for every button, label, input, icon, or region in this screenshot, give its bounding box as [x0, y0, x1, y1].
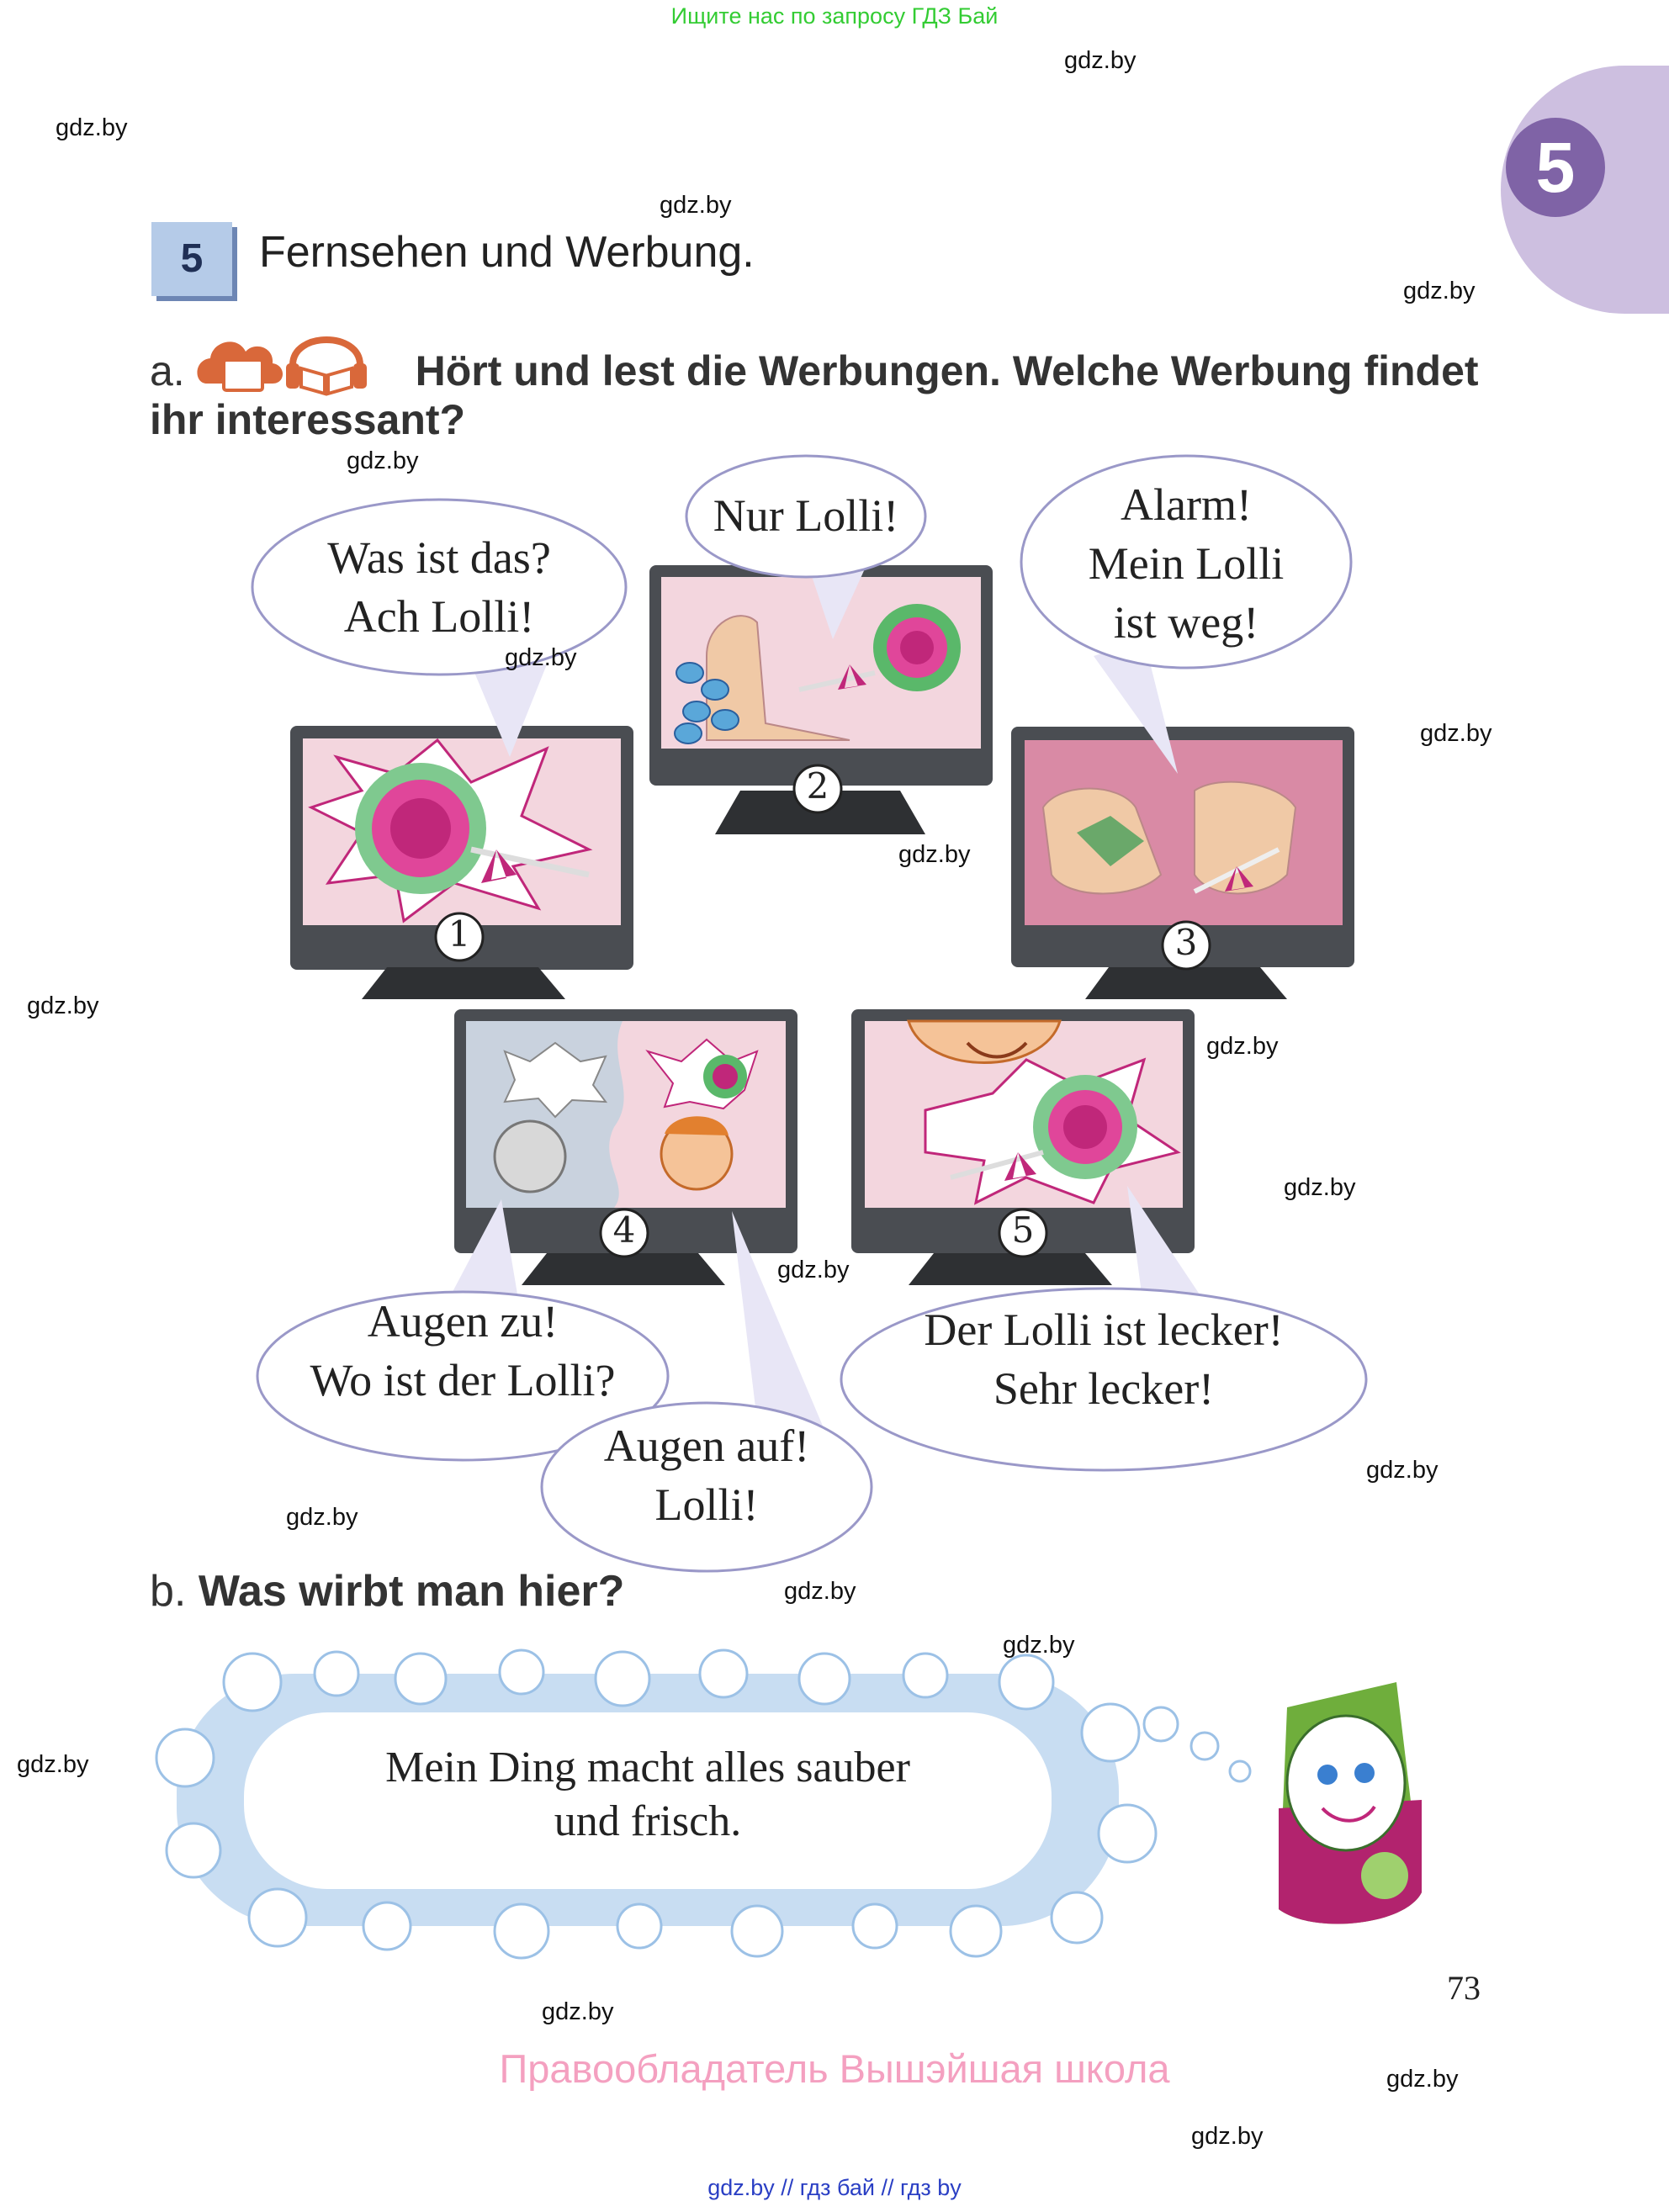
watermark: gdz.by	[542, 1998, 614, 2025]
bubble-1-text: Was ist das?Ach Lolli!	[327, 532, 551, 642]
tv-2	[649, 565, 993, 834]
bubble-4a-text: Augen zu!Wo ist der Lolli?	[310, 1296, 616, 1405]
cloud-folder-icon	[197, 341, 283, 392]
task-a-heading: a. Hört und lest die Werbungen. Welche W…	[150, 347, 1513, 444]
tv-1	[290, 726, 633, 999]
bubble-4a-shape	[256, 1290, 670, 1462]
bubble-4b-tail	[732, 1211, 824, 1430]
watermark: gdz.by	[56, 114, 128, 141]
watermark: gdz.by	[1206, 1033, 1279, 1060]
tv-number-4: 4	[612, 1209, 636, 1251]
task-a-text: Hört und lest die Werbungen. Welche Werb…	[150, 347, 1479, 443]
watermark: gdz.by	[1003, 1632, 1075, 1659]
exercise-title: Fernsehen und Werbung.	[259, 228, 755, 277]
watermark: gdz.by	[286, 1504, 358, 1531]
speech-bubbles	[251, 454, 1368, 1573]
tv-5	[851, 1009, 1195, 1285]
footer-links[interactable]: gdz.by // гдз бай // гдз by	[707, 2175, 962, 2200]
tv-number-markers	[434, 764, 1211, 1258]
watermark: gdz.by	[17, 1751, 89, 1778]
rights-holder: Правообладатель Вышэйшая школа	[499, 2046, 1170, 2091]
bubble-1-shape	[251, 498, 628, 676]
watermark: gdz.by	[505, 644, 577, 671]
tv-number-2: 2	[806, 765, 829, 807]
task-b-text: Was wirbt man hier?	[198, 1567, 625, 1616]
tv-3	[1011, 727, 1354, 999]
bubble-4b-text: Augen auf!Lolli!	[603, 1421, 810, 1530]
chapter-number-badge: 5	[1506, 118, 1605, 217]
watermark: gdz.by	[347, 447, 419, 474]
bubble-4a-tail	[437, 1199, 522, 1320]
bubble-4b-shape	[540, 1401, 873, 1573]
watermark: gdz.by	[1191, 2123, 1264, 2150]
page-number: 73	[1447, 1969, 1481, 2007]
bubble-3-tail	[1094, 639, 1178, 774]
bubble-3-shape	[1020, 454, 1353, 669]
bubble-5-text: Der Lolli ist lecker!Sehr lecker!	[924, 1304, 1284, 1414]
task-b-label: b.	[150, 1567, 187, 1616]
bubble-1	[471, 664, 547, 757]
top-search-hint[interactable]: Ищите нас по запросу ГДЗ Бай	[670, 3, 999, 29]
task-a-label: a.	[150, 347, 185, 394]
bubble-2-shape	[685, 454, 927, 579]
tv-number-3: 3	[1174, 922, 1198, 963]
watermark: gdz.by	[1064, 47, 1137, 74]
watermark: gdz.by	[27, 992, 99, 1019]
bubble-5-shape	[840, 1287, 1368, 1472]
bubble-2-text: Nur Lolli!	[713, 490, 899, 541]
watermark: gdz.by	[1420, 720, 1492, 747]
watermark: gdz.by	[1284, 1174, 1356, 1201]
book-headphones-icon	[286, 336, 367, 396]
watermark: gdz.by	[777, 1257, 850, 1283]
tv-4	[454, 1009, 797, 1285]
bubble-5-tail	[1127, 1186, 1211, 1312]
detergent-package	[1279, 1682, 1422, 1924]
watermark: gdz.by	[898, 841, 971, 868]
exercise-number-badge: 5	[151, 222, 232, 296]
bubble-cloud	[155, 1648, 1252, 1960]
task-b-heading: b. Was wirbt man hier?	[150, 1566, 624, 1617]
watermark: gdz.by	[660, 192, 732, 219]
watermark: gdz.by	[1366, 1457, 1439, 1484]
tv-number-1: 1	[448, 913, 471, 955]
tv-number-5: 5	[1011, 1209, 1035, 1251]
watermark: gdz.by	[784, 1578, 856, 1605]
watermark: gdz.by	[1386, 2066, 1459, 2093]
watermark: gdz.by	[1403, 278, 1476, 304]
